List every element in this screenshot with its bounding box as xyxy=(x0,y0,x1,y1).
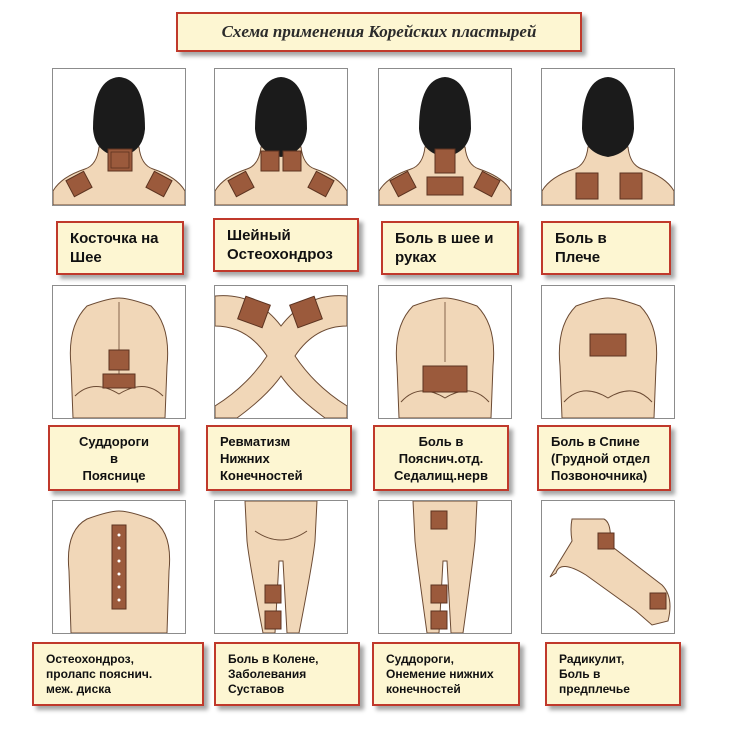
illustration-neck-bone xyxy=(52,68,186,206)
illustration-lumbar-sciatic-pain xyxy=(378,285,512,419)
illustration-lower-limb-rheumatism xyxy=(214,285,348,419)
illustration-thoracic-back-pain xyxy=(541,285,675,419)
illustration-leg-cramps xyxy=(378,500,512,634)
illustration-sciatica-forearm xyxy=(541,500,675,634)
illustration-spine-osteochondrosis xyxy=(52,500,186,634)
illustration-knee-pain xyxy=(214,500,348,634)
illustration-cervical-osteochondrosis xyxy=(214,68,348,206)
illustration-neck-arms-pain xyxy=(378,68,512,206)
label-spine-osteochondrosis: Остеохондроз,пролапс пояснич.меж. диска xyxy=(32,642,204,706)
illustration-lower-back-cramps xyxy=(52,285,186,419)
illustration-shoulder-pain xyxy=(541,68,675,206)
diagram-title: Схема применения Корейских пластырей xyxy=(176,12,582,52)
